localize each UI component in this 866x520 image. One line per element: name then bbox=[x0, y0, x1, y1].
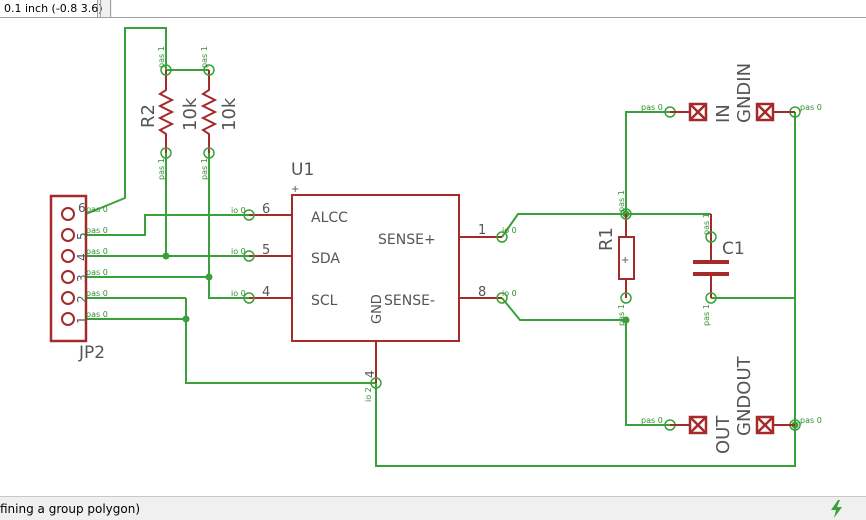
pin-scl: SCL bbox=[311, 293, 338, 309]
pin-sda: SDA bbox=[311, 251, 340, 267]
pin-number-sense-plus: 1 bbox=[478, 223, 486, 238]
u1-symbol[interactable]: + U1 ALCC SDA SCL SENSE+ SENSE- GND 6 5 … bbox=[231, 160, 517, 402]
jp2-pin-number: 1 bbox=[75, 316, 89, 324]
pin-gnd: GND bbox=[370, 294, 385, 324]
jp2-pin-number: 5 bbox=[75, 232, 89, 240]
pin-tag: pas 0 bbox=[86, 247, 108, 256]
command-input[interactable] bbox=[112, 0, 866, 17]
r3-value: 10k bbox=[219, 97, 240, 131]
pads[interactable]: IN GNDIN OUT GNDOUT pas 0 pas 0 pas 0 pa… bbox=[641, 63, 822, 454]
r2-name: R2 bbox=[138, 104, 159, 128]
r2-value: 10k bbox=[180, 97, 201, 131]
pad-label-gndin: GNDIN bbox=[734, 63, 755, 123]
jp2-name: JP2 bbox=[78, 343, 105, 363]
jp2-pin-number: 3 bbox=[75, 274, 89, 282]
pad-label-gndout: GNDOUT bbox=[734, 355, 755, 436]
pin-type-scl: io 0 bbox=[231, 289, 246, 298]
pin-tag: pas 1 bbox=[617, 304, 626, 326]
jp2-pin-number: 2 bbox=[75, 295, 89, 303]
svg-text:+: + bbox=[621, 255, 629, 266]
pin-tag: pas 0 bbox=[86, 289, 108, 298]
junctions bbox=[162, 210, 799, 429]
r1-resistor[interactable]: + R1 pas 1 pas 1 bbox=[596, 190, 635, 326]
pin-tag: pas 0 bbox=[641, 416, 663, 425]
pin-number-gnd: 4 bbox=[363, 370, 377, 378]
status-bar: fining a group polygon) bbox=[0, 496, 866, 520]
c1-name: C1 bbox=[722, 239, 745, 259]
status-message: fining a group polygon) bbox=[0, 502, 141, 516]
pin-tag: pas 0 bbox=[800, 416, 822, 425]
pin-number-alcc: 6 bbox=[262, 202, 270, 217]
pin-tag: pas 1 bbox=[617, 190, 626, 212]
pin-number-sense-minus: 8 bbox=[478, 285, 486, 300]
coordinate-display: 0.1 inch (-0.8 3.6) bbox=[0, 0, 103, 17]
pin-tag: pas 1 bbox=[702, 304, 711, 326]
jp2-pin-number: 4 bbox=[75, 253, 89, 261]
pin-tag: pas 0 bbox=[86, 205, 108, 214]
svg-text:+: + bbox=[291, 184, 299, 195]
c1-capacitor[interactable]: C1 pas 1 pas 1 bbox=[693, 213, 745, 326]
r1-name: R1 bbox=[596, 227, 617, 251]
pin-tag: pas 0 bbox=[86, 268, 108, 277]
pad-label-out: OUT bbox=[713, 415, 734, 454]
schematic-canvas[interactable]: + U1 ALCC SDA SCL SENSE+ SENSE- GND 6 5 … bbox=[0, 18, 866, 496]
pin-tag: pas 1 bbox=[157, 158, 166, 180]
pin-tag: pas 1 bbox=[702, 213, 711, 235]
nets bbox=[85, 27, 796, 467]
lightning-icon[interactable] bbox=[826, 499, 848, 519]
pin-tag: pas 1 bbox=[200, 158, 209, 180]
pin-tag: pas 0 bbox=[800, 103, 822, 112]
r2-resistor[interactable]: R2 10k bbox=[138, 70, 201, 153]
pin-tag: pas 0 bbox=[86, 226, 108, 235]
pin-tag: pas 1 bbox=[157, 46, 166, 68]
pin-sense-plus: SENSE+ bbox=[378, 232, 436, 248]
command-toolbar: 0.1 inch (-0.8 3.6) bbox=[0, 0, 866, 18]
jp2-pin-number: 6 bbox=[78, 201, 86, 215]
u1-name: U1 bbox=[291, 160, 314, 180]
pin-type-sda: io 0 bbox=[231, 247, 246, 256]
pin-tag: pas 0 bbox=[86, 310, 108, 319]
pin-type-gnd: io 2 bbox=[364, 387, 373, 402]
pin-type-alcc: io 0 bbox=[231, 206, 246, 215]
pin-number-sda: 5 bbox=[262, 243, 270, 258]
pin-tag: pas 1 bbox=[200, 46, 209, 68]
pad-label-in: IN bbox=[713, 104, 734, 123]
pin-tag: pas 0 bbox=[641, 103, 663, 112]
resistor-pins bbox=[160, 64, 215, 159]
pin-type-sense-minus: io 0 bbox=[502, 289, 517, 298]
pin-type-sense-plus: io 0 bbox=[502, 226, 517, 235]
toolbar-separator bbox=[100, 0, 101, 17]
pin-sense-minus: SENSE- bbox=[384, 293, 435, 309]
r3-resistor[interactable]: 10k bbox=[200, 70, 240, 153]
pin-number-scl: 4 bbox=[262, 285, 270, 300]
jp2-header[interactable]: JP2 6 5 4 3 2 1 pas 0 pas 0 pas 0 pas 0 … bbox=[49, 194, 108, 363]
pin-alcc: ALCC bbox=[311, 210, 348, 226]
toolbar-separator bbox=[110, 0, 111, 17]
